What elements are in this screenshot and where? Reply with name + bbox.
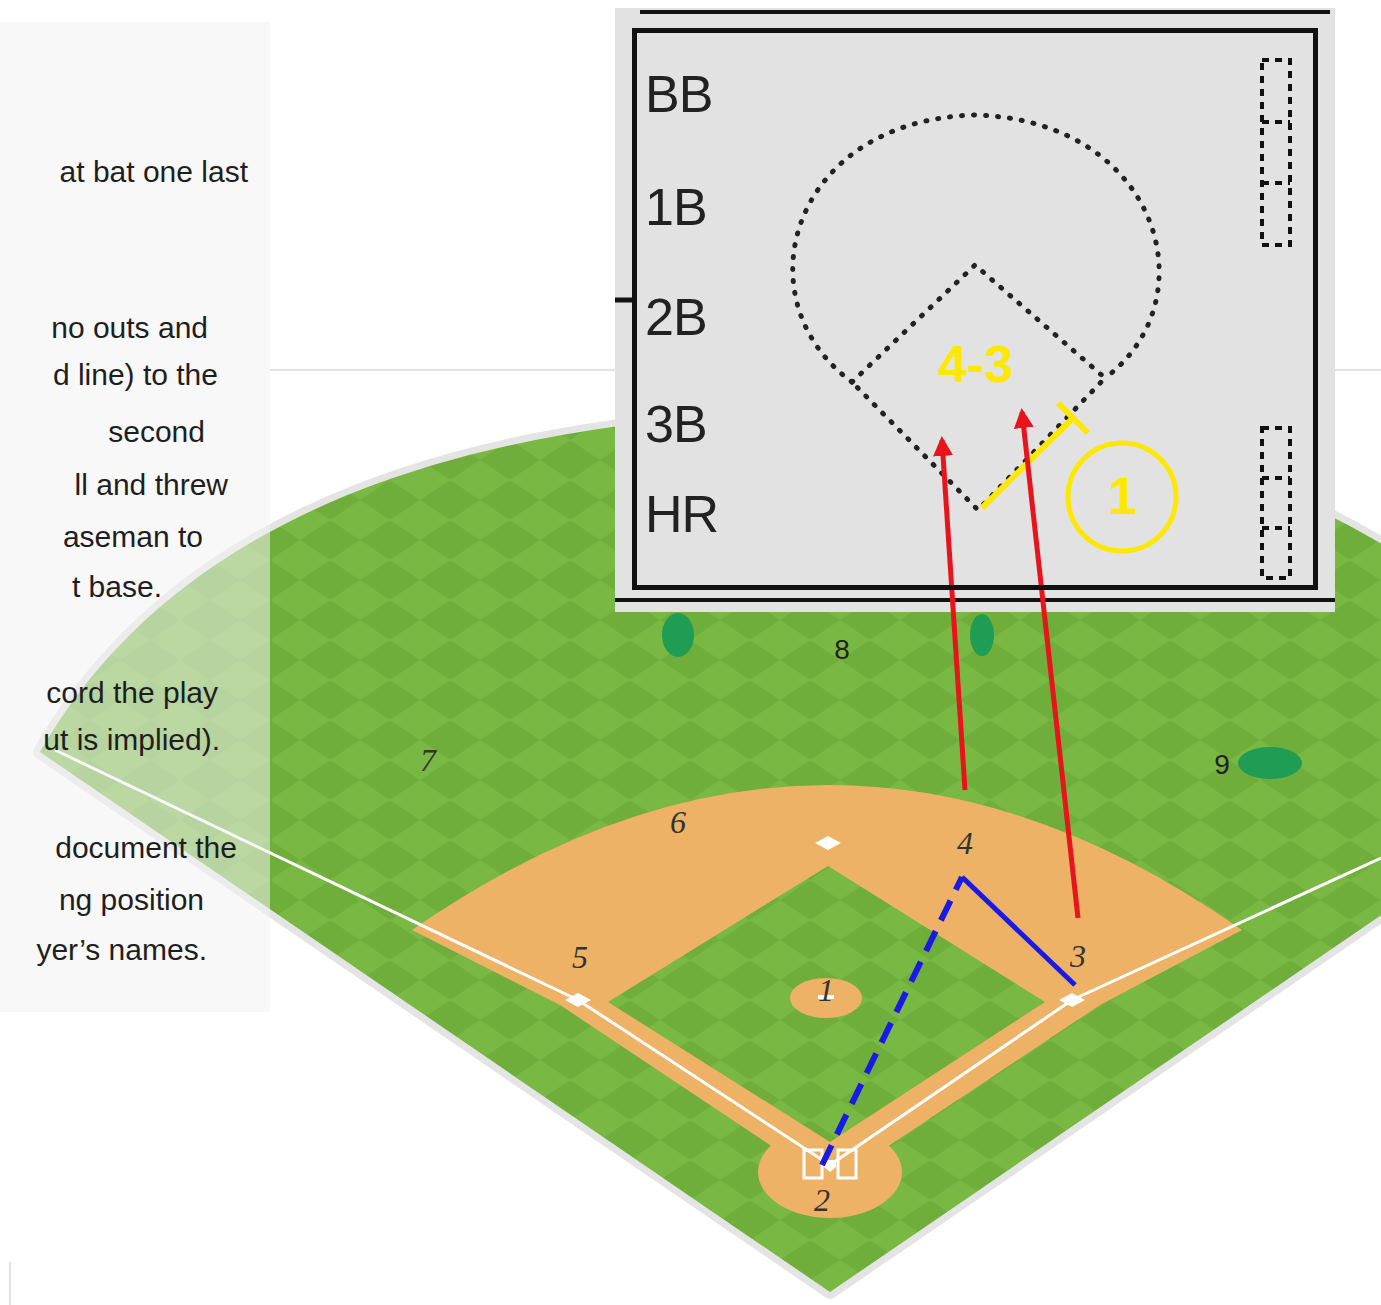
- position-number: 2: [814, 1182, 830, 1219]
- hit-type-label: 1B: [645, 178, 707, 238]
- scorecard-box: BB 1B 2B 3B HR 4-3 1: [632, 28, 1318, 590]
- position-number: 7: [420, 742, 436, 779]
- position-number: 1: [818, 972, 834, 1009]
- out-number: 1: [1108, 467, 1137, 527]
- position-number: 8: [834, 634, 850, 666]
- hit-type-label: HR: [645, 485, 718, 545]
- instruction-text: yer’s names.: [36, 933, 207, 968]
- position-number: 3: [1070, 938, 1086, 975]
- hit-type-label: 3B: [645, 395, 707, 455]
- instruction-text: second: [108, 415, 205, 450]
- instruction-text: ng position: [59, 883, 204, 918]
- position-number: 4: [957, 825, 973, 862]
- out-circle: 1: [1064, 439, 1180, 555]
- instruction-text: ll and threw: [75, 468, 228, 503]
- instruction-text: no outs and: [51, 311, 208, 346]
- instruction-text: document the: [55, 831, 237, 866]
- instruction-text: ut is implied).: [43, 723, 220, 758]
- instruction-text: d line) to the: [53, 358, 218, 393]
- position-number: 9: [1214, 749, 1230, 781]
- position-number: 6: [670, 804, 686, 841]
- hit-type-label: 2B: [645, 288, 707, 348]
- instruction-text: at bat one last: [60, 155, 248, 190]
- play-notation: 4-3: [937, 335, 1012, 395]
- instruction-text: t base.: [72, 570, 162, 605]
- instruction-text: cord the play: [46, 676, 218, 711]
- instruction-text: aseman to: [63, 520, 203, 555]
- hit-type-label: BB: [645, 65, 712, 125]
- position-number: 5: [572, 939, 588, 976]
